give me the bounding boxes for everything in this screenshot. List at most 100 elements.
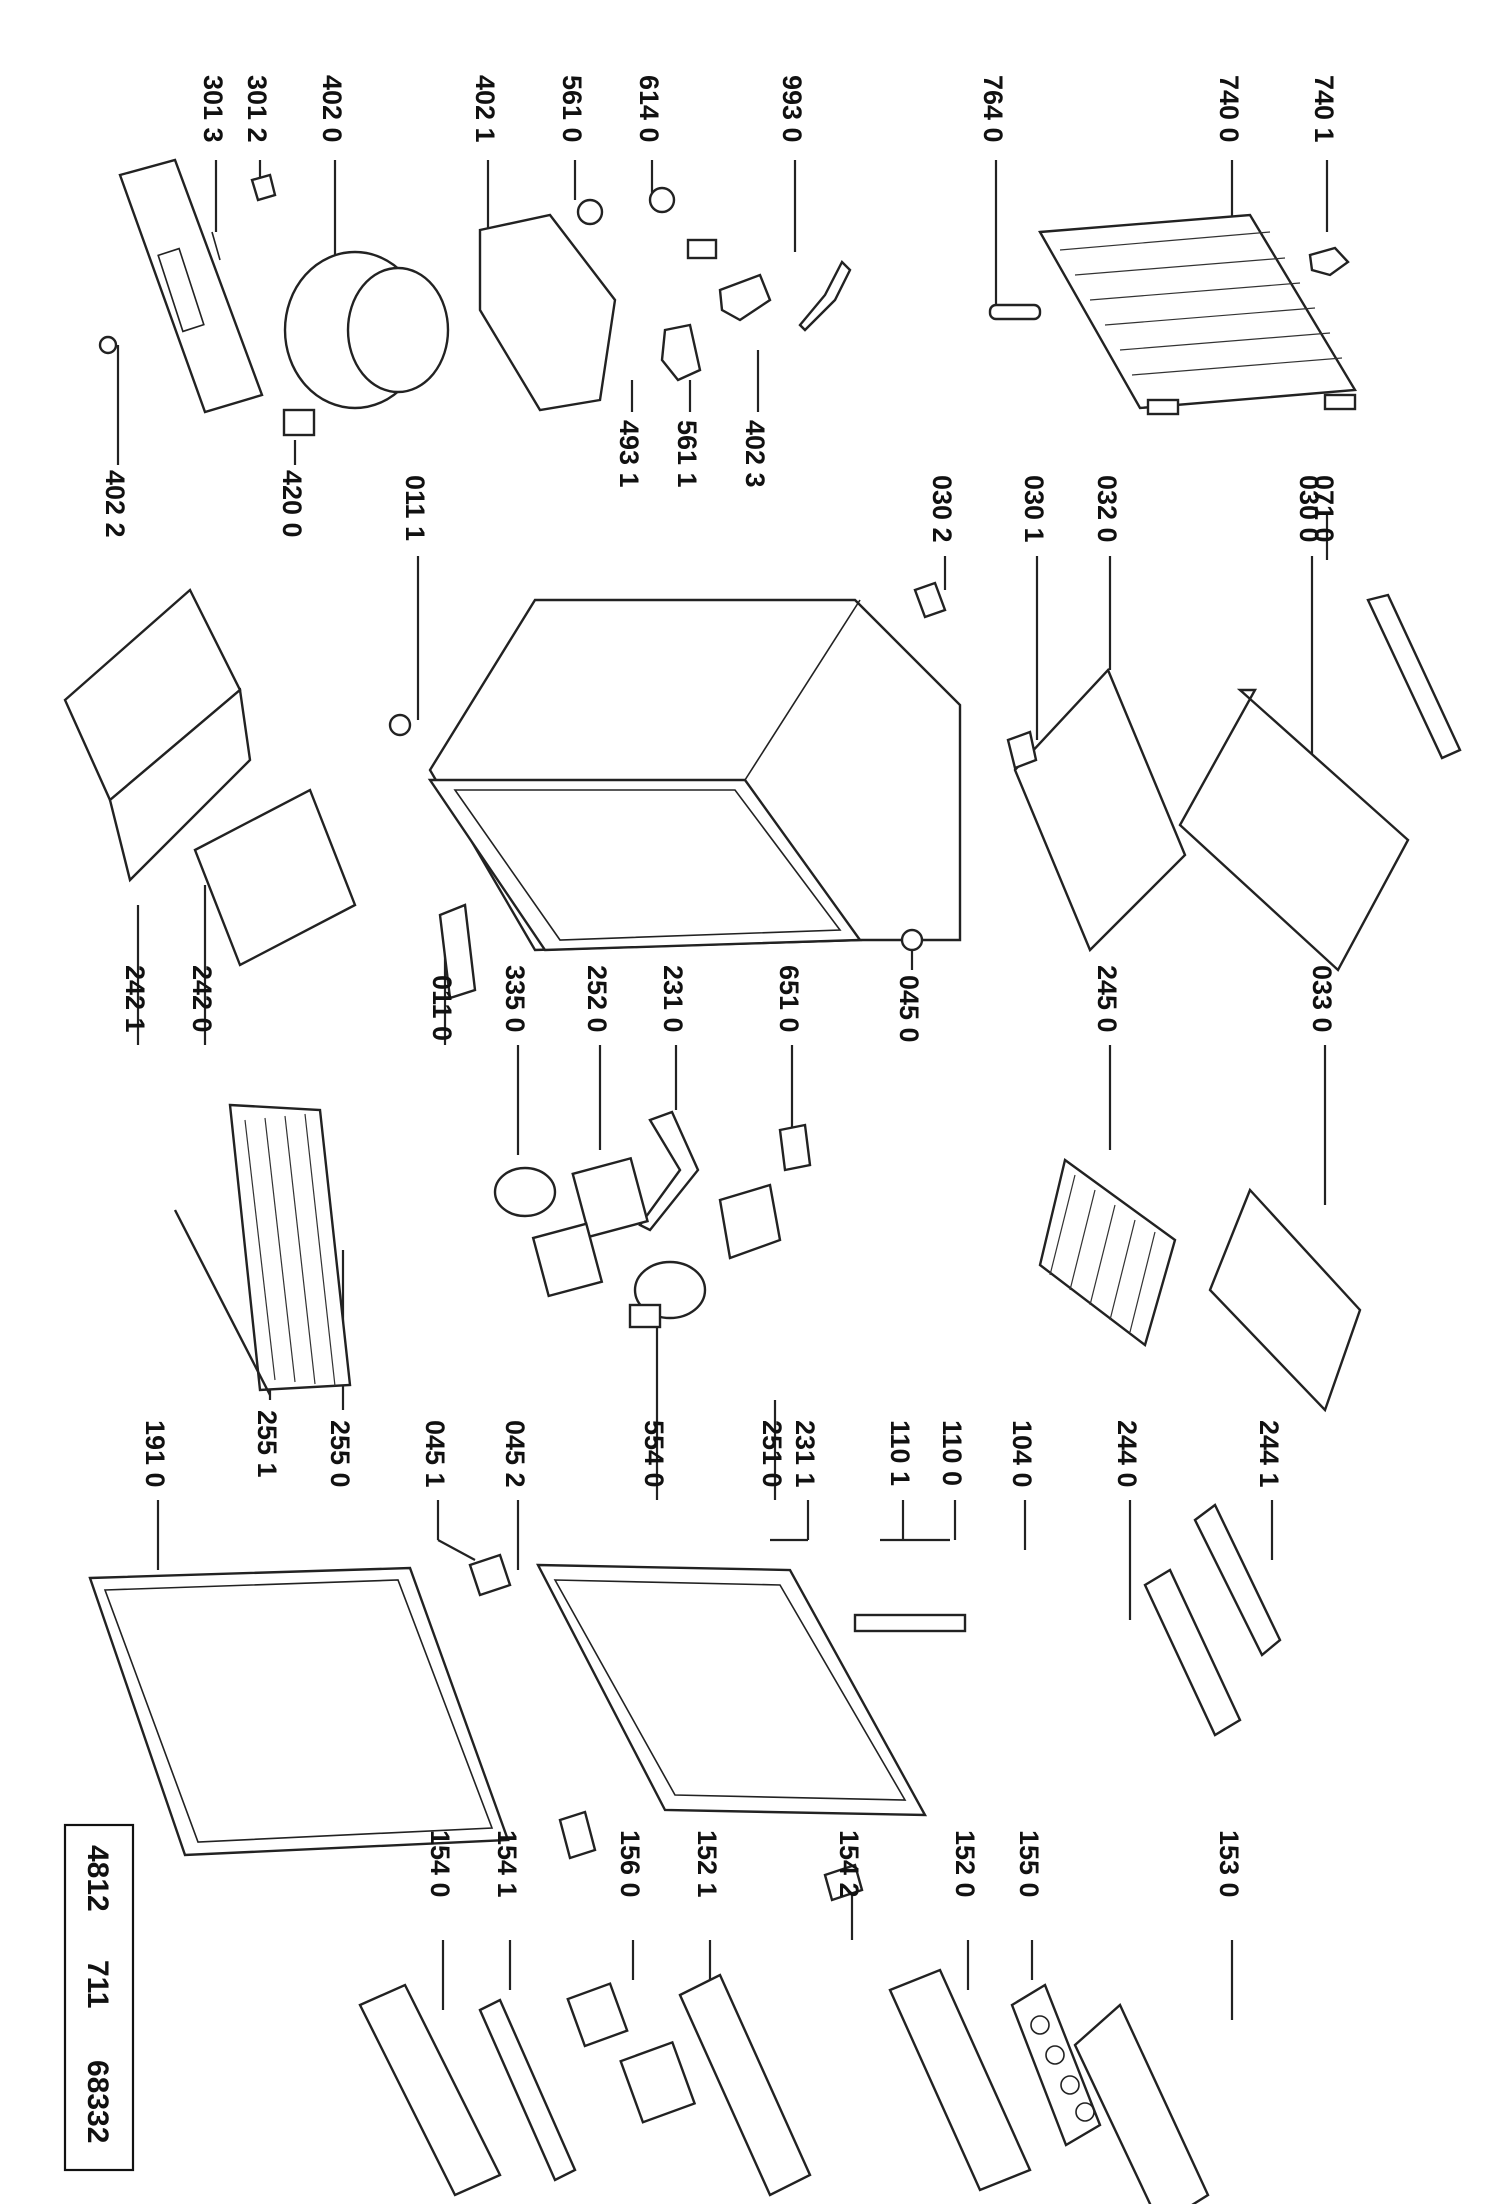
dryer-tube [988,303,1042,321]
lower-grille [1143,1568,1242,1737]
butter-compartment [566,1982,697,2124]
label-402-3: 402 3 [740,420,770,488]
label-252-0: 252 0 [582,965,612,1033]
label-561-1: 561 1 [672,420,702,488]
klixon-part [576,198,604,226]
ventilation-strip [1366,593,1462,760]
label-493-1: 493 1 [614,420,644,488]
label-033-0: 033 0 [1307,965,1337,1033]
rack-front-strip [478,1998,577,2182]
compressor [283,250,450,410]
door-rack-154-0 [358,1983,502,2197]
code-part-3: 68332 [81,2060,114,2143]
clip-part [798,259,852,332]
label-255-0: 255 0 [325,1420,355,1488]
door-gasket [88,1566,510,1857]
small-crisper [193,788,357,967]
label-045-0: 045 0 [894,975,924,1043]
label-554-0: 554 0 [639,1420,669,1488]
leader-lines [116,160,1329,2020]
label-402-0: 402 0 [317,75,347,143]
label-152-0: 152 0 [950,1830,980,1898]
label-740-0: 740 0 [1214,75,1244,143]
label-154-0: 154 0 [425,1830,455,1898]
label-301-3: 301 3 [198,75,228,143]
label-242-0: 242 0 [187,965,217,1033]
thermostat-housing [531,1156,649,1298]
bracket-part [718,273,772,322]
label-244-0: 244 0 [1112,1420,1142,1488]
label-764-0: 764 0 [978,75,1008,143]
large-crisper [63,588,252,883]
thermostat [638,1110,700,1232]
shelf-trim [173,1209,272,1396]
label-231-1: 231 1 [790,1420,820,1488]
label-110-1: 110 1 [885,1420,915,1486]
label-335-0: 335 0 [500,965,530,1033]
label-011-1: 011 1 [400,475,430,541]
label-152-1: 152 1 [692,1830,722,1898]
label-993-0: 993 0 [777,75,807,143]
compressor-tray [478,213,617,412]
wire-shelf [1038,1157,1177,1348]
label-301-2: 301 2 [242,75,272,143]
label-155-0: 155 0 [1014,1830,1044,1898]
upper-hinge [558,1810,597,1860]
label-110-0: 110 0 [937,1420,967,1486]
label-104-0: 104 0 [1007,1420,1037,1488]
label-154-2: 154 2 [834,1830,864,1898]
condenser-coil [1038,213,1358,416]
worktop-frame [1013,667,1187,953]
hinge-part [913,581,947,619]
grommet-part [98,335,118,355]
large-shelf [228,1103,352,1392]
label-154-1: 154 1 [492,1830,522,1898]
cable-part [282,408,316,437]
label-071-0: 071 0 [1309,475,1339,543]
label-651-0: 651 0 [774,965,804,1033]
label-032-0: 032 0 [1092,475,1122,543]
code-part-2: 711 [81,1960,114,2008]
cabinet [427,598,962,952]
label-011-0: 011 0 [427,975,457,1041]
label-561-0: 561 0 [557,75,587,143]
label-245-0: 245 0 [1092,965,1122,1033]
upper-grille [1193,1503,1282,1657]
label-030-2: 030 2 [927,475,957,543]
label-045-1: 045 1 [420,1420,450,1488]
nut-part [1308,246,1350,277]
label-030-1: 030 1 [1019,475,1049,543]
label-251-0: 251 0 [757,1420,787,1488]
hinge-bracket [438,903,477,1000]
label-614-0: 614 0 [634,75,664,143]
label-255-1: 255 1 [252,1410,282,1478]
adjustable-foot [388,713,412,737]
label-420-0: 420 0 [277,470,307,538]
small-cap-part [686,238,718,260]
label-402-1: 402 1 [470,75,500,143]
label-244-1: 244 1 [1254,1420,1284,1488]
lamp-part [778,1123,812,1172]
bottle-rack-153 [1073,2003,1210,2204]
label-191-0: 191 0 [140,1420,170,1488]
foot-part [900,928,924,952]
glass-shelf [1208,1187,1362,1413]
door-assembly [536,1563,928,1817]
code-part-1: 4812 [81,1845,114,1912]
base-plate-slot [157,247,205,333]
thermostat-knob [493,1166,557,1218]
door-rack-152-0 [888,1968,1032,2192]
handle-bar [853,1613,967,1633]
connector-part [628,1303,662,1329]
label-156-0: 156 0 [615,1830,645,1898]
relay-bracket [660,323,702,382]
screw-part [250,173,277,202]
switch-part [718,1183,782,1260]
corner-bracket [1006,730,1038,770]
label-740-1: 740 1 [1309,75,1339,143]
part-labels: 740 1 740 0 764 0 993 0 614 0 561 0 402 … [100,75,1339,1898]
label-231-0: 231 0 [658,965,688,1033]
bolt-part [211,231,221,261]
document-code-box: 4812 711 68332 [63,1823,135,2172]
relay-part [648,186,676,214]
